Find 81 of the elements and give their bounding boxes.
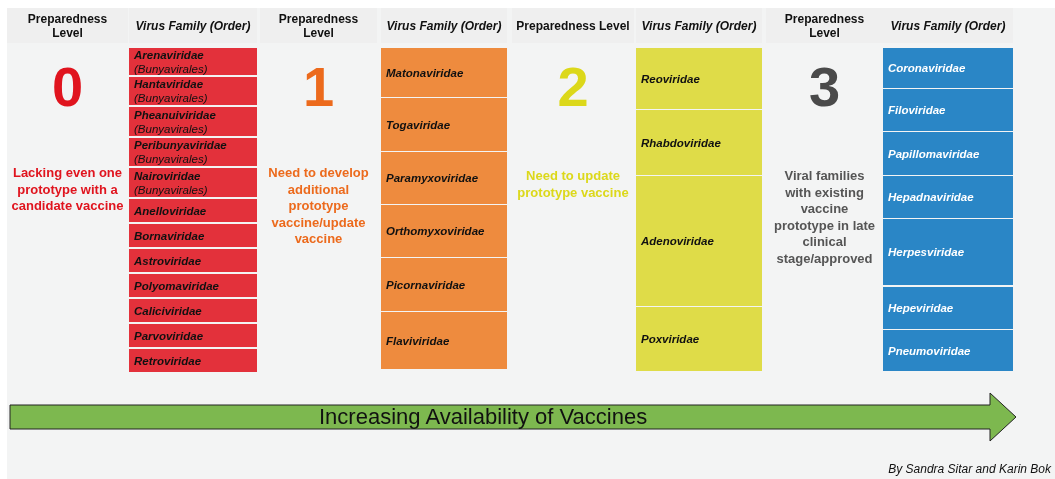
column-header: Virus Family (Order) bbox=[636, 8, 762, 43]
virus-family-box bbox=[883, 176, 1013, 218]
virus-family-box bbox=[129, 224, 257, 247]
virus-family-box bbox=[381, 312, 507, 369]
column-header: Preparedness Level bbox=[766, 8, 883, 43]
virus-family-box bbox=[129, 199, 257, 222]
virus-family-box bbox=[129, 168, 257, 197]
virus-family-box bbox=[381, 258, 507, 311]
order-name: (Bunyavirales) bbox=[134, 61, 209, 76]
family-name: Poxviridae bbox=[641, 332, 701, 346]
column-header: Virus Family (Order) bbox=[381, 8, 507, 43]
level-number: 1 bbox=[301, 57, 336, 117]
family-name: Anelloviridae bbox=[134, 203, 208, 218]
virus-family-box bbox=[883, 132, 1013, 175]
order-name: (Bunyavirales) bbox=[134, 152, 209, 166]
credit-caption: By Sandra Sitar and Karin Bok bbox=[888, 462, 1051, 476]
virus-family-box bbox=[129, 107, 257, 136]
virus-family-box bbox=[381, 98, 507, 151]
level-description: Viral families with existing vaccine prototype in late clinical stage/approved bbox=[772, 168, 877, 267]
virus-family-box bbox=[129, 324, 257, 347]
family-name: Caliciviridae bbox=[134, 303, 203, 318]
virus-family-box bbox=[129, 249, 257, 272]
family-name: Nairoviridae bbox=[134, 168, 202, 183]
arrow-label: Increasing Availability of Vaccines bbox=[319, 404, 648, 430]
family-name: Pneumoviridae bbox=[888, 343, 972, 358]
virus-family-box bbox=[636, 176, 762, 306]
virus-family-box bbox=[129, 299, 257, 322]
family-name: Polyomaviridae bbox=[134, 278, 220, 293]
family-name: Astroviridae bbox=[134, 253, 203, 268]
family-name: Paramyxoviridae bbox=[386, 171, 480, 185]
column-header: Preparedness Level bbox=[512, 8, 634, 43]
family-name: Hepeviridae bbox=[888, 301, 955, 315]
family-name: Hepadnaviridae bbox=[888, 190, 975, 204]
level-number: 3 bbox=[807, 57, 842, 117]
level-number: 2 bbox=[556, 57, 590, 117]
virus-family-box bbox=[636, 110, 762, 175]
level-description: Lacking even one prototype with a candidate vaccine bbox=[11, 165, 124, 215]
order-name: (Bunyavirales) bbox=[134, 91, 209, 105]
family-name: Peribunyaviridae bbox=[134, 138, 228, 152]
family-name: Papillomaviridae bbox=[888, 146, 981, 161]
family-name: Pheanuiviridae bbox=[134, 107, 217, 122]
virus-family-box bbox=[129, 274, 257, 297]
virus-family-box bbox=[636, 307, 762, 371]
family-name: Picornaviridae bbox=[386, 277, 467, 292]
virus-family-box bbox=[129, 138, 257, 166]
virus-family-box bbox=[883, 330, 1013, 371]
order-name: (Bunyavirales) bbox=[134, 182, 209, 197]
family-name: Filoviridae bbox=[888, 103, 947, 117]
column-header: Preparedness Level bbox=[260, 8, 377, 43]
virus-family-box bbox=[883, 287, 1013, 329]
virus-family-box bbox=[381, 48, 507, 97]
virus-family-box bbox=[381, 205, 507, 257]
level-description: Need to update prototype vaccine bbox=[516, 168, 630, 201]
virus-family-box bbox=[129, 349, 257, 372]
family-name: Adenoviridae bbox=[641, 234, 715, 248]
level-number: 0 bbox=[50, 57, 85, 117]
family-name: Bornaviridae bbox=[134, 228, 206, 243]
virus-family-box bbox=[129, 77, 257, 105]
family-name: Retroviridae bbox=[134, 353, 203, 368]
order-name: (Bunyavirales) bbox=[134, 121, 209, 136]
family-name: Orthomyxoviridae bbox=[386, 224, 486, 238]
column-header: Preparedness Level bbox=[7, 8, 128, 43]
family-name: Herpesviridae bbox=[888, 245, 966, 259]
family-name: Coronaviridae bbox=[888, 61, 967, 75]
level-description: Need to develop additional prototype vaccine/update vaccine bbox=[267, 165, 370, 248]
virus-family-box bbox=[381, 152, 507, 204]
family-name: Flaviviridae bbox=[386, 333, 451, 348]
family-name: Arenaviridae bbox=[134, 47, 205, 62]
family-name: Reoviridae bbox=[641, 71, 701, 86]
family-name: Togaviridae bbox=[386, 117, 452, 132]
virus-family-box bbox=[883, 219, 1013, 285]
virus-family-box bbox=[883, 48, 1013, 88]
column-header: Virus Family (Order) bbox=[129, 8, 257, 43]
family-name: Parvoviridae bbox=[134, 328, 205, 343]
family-name: Matonaviridae bbox=[386, 65, 465, 80]
virus-family-box bbox=[883, 89, 1013, 131]
virus-family-box bbox=[636, 48, 762, 109]
family-name: Hantaviridae bbox=[134, 77, 205, 91]
family-name: Rhabdoviridae bbox=[641, 135, 722, 150]
column-header: Virus Family (Order) bbox=[883, 8, 1013, 43]
virus-family-box bbox=[129, 48, 257, 75]
